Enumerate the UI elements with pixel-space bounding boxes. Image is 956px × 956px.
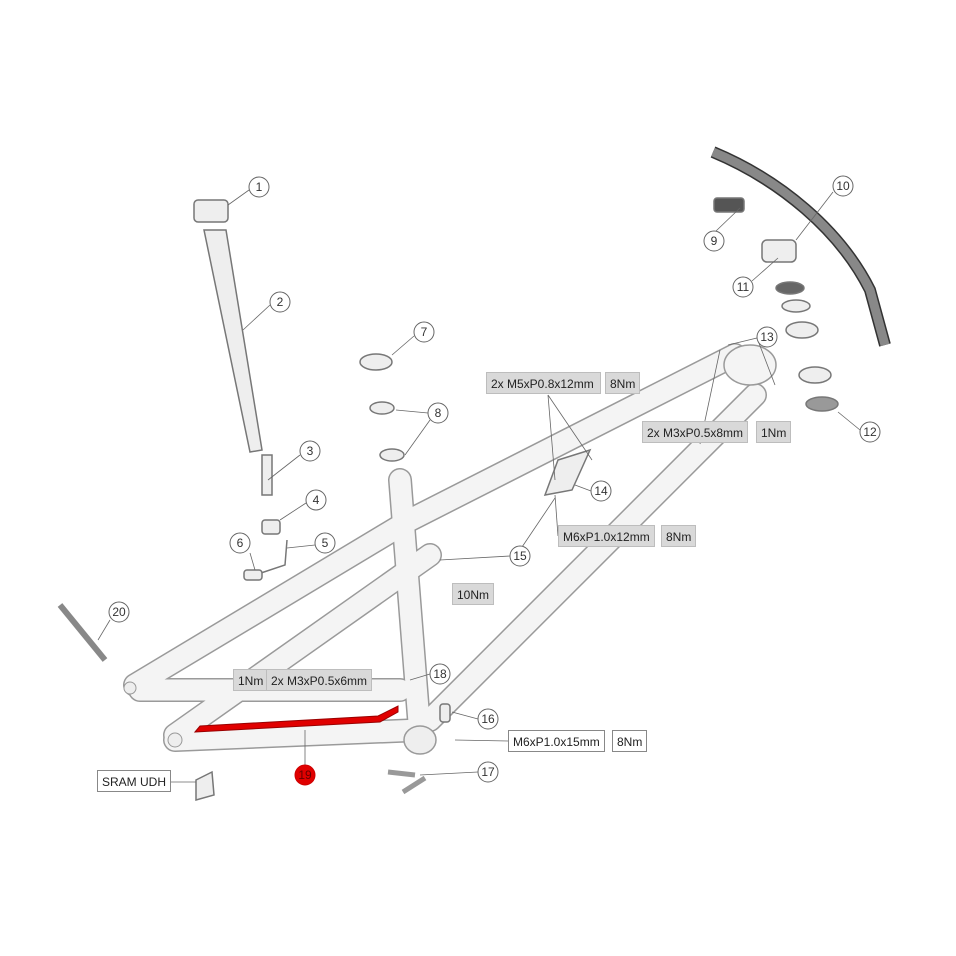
callout-10: 10 [832,175,854,197]
spec-bolt-15: M6xP1.0x12mm [558,525,655,547]
svg-text:18: 18 [433,667,447,681]
spec-bolt-16: M6xP1.0x15mm [508,730,605,752]
callout-6: 6 [229,532,251,554]
spec-torque-16: 8Nm [612,730,648,752]
rear-axle [57,603,108,662]
callout-13: 13 [756,326,778,348]
svg-text:1: 1 [256,180,263,194]
svg-text:17: 17 [481,765,495,779]
callout-7: 7 [413,321,435,343]
stem [761,239,797,263]
spec-bolt-13: 2x M3xP0.5x8mm [642,421,749,443]
svg-text:13: 13 [760,330,774,344]
shock-mount [543,448,592,496]
callout-20: 20 [108,601,130,623]
frame [123,343,777,755]
bottom-bracket [403,725,437,755]
chainstay-protector-highlight [193,705,399,733]
svg-text:19: 19 [298,768,312,782]
spec-torque-15: 8Nm [661,525,697,547]
callout-17: 17 [477,761,499,783]
svg-text:20: 20 [112,605,126,619]
svg-text:4: 4 [313,493,320,507]
svg-text:6: 6 [237,536,244,550]
svg-text:5: 5 [322,536,329,550]
callout-5: 5 [314,532,336,554]
svg-text:2: 2 [277,295,284,309]
remote-lever [713,197,745,213]
svg-text:3: 3 [307,444,314,458]
callout-11: 11 [732,276,754,298]
head-tube [723,344,777,386]
udh-hanger [195,770,215,801]
callout-18: 18 [429,663,451,685]
svg-text:15: 15 [513,549,527,563]
callout-19-highlighted: 19 [294,764,316,786]
callout-1: 1 [248,176,270,198]
callout-3: 3 [299,440,321,462]
seatpost-head [193,199,229,223]
callout-8: 8 [427,402,449,424]
svg-text:16: 16 [481,712,495,726]
parts [57,146,891,801]
callout-12: 12 [859,421,881,443]
seatpost [203,229,263,453]
svg-text:8: 8 [435,406,442,420]
spec-torque-14: 8Nm [605,372,641,394]
spec-torque-15b: 10Nm [452,583,495,605]
spec-torque-13: 1Nm [756,421,792,443]
callout-14: 14 [590,480,612,502]
callout-9: 9 [703,230,725,252]
spec-torque-18: 1Nm [233,669,269,691]
svg-text:7: 7 [421,325,428,339]
callout-16: 16 [477,708,499,730]
svg-text:11: 11 [737,280,750,294]
callouts: 1 2 3 4 5 6 7 8 9 10 11 12 13 14 15 16 1… [108,175,881,786]
svg-text:14: 14 [594,484,608,498]
svg-text:12: 12 [863,425,877,439]
spec-bolt-18: 2x M3xP0.5x6mm [266,669,373,691]
spec-bolt-14: 2x M5xP0.8x12mm [486,372,601,394]
callout-2: 2 [269,291,291,313]
rear-axle-hole [167,732,183,748]
svg-text:9: 9 [711,234,718,248]
callout-15: 15 [509,545,531,567]
callout-4: 4 [305,489,327,511]
spec-sram-udh: SRAM UDH [97,770,172,792]
svg-text:10: 10 [836,179,850,193]
handlebar [710,146,891,347]
